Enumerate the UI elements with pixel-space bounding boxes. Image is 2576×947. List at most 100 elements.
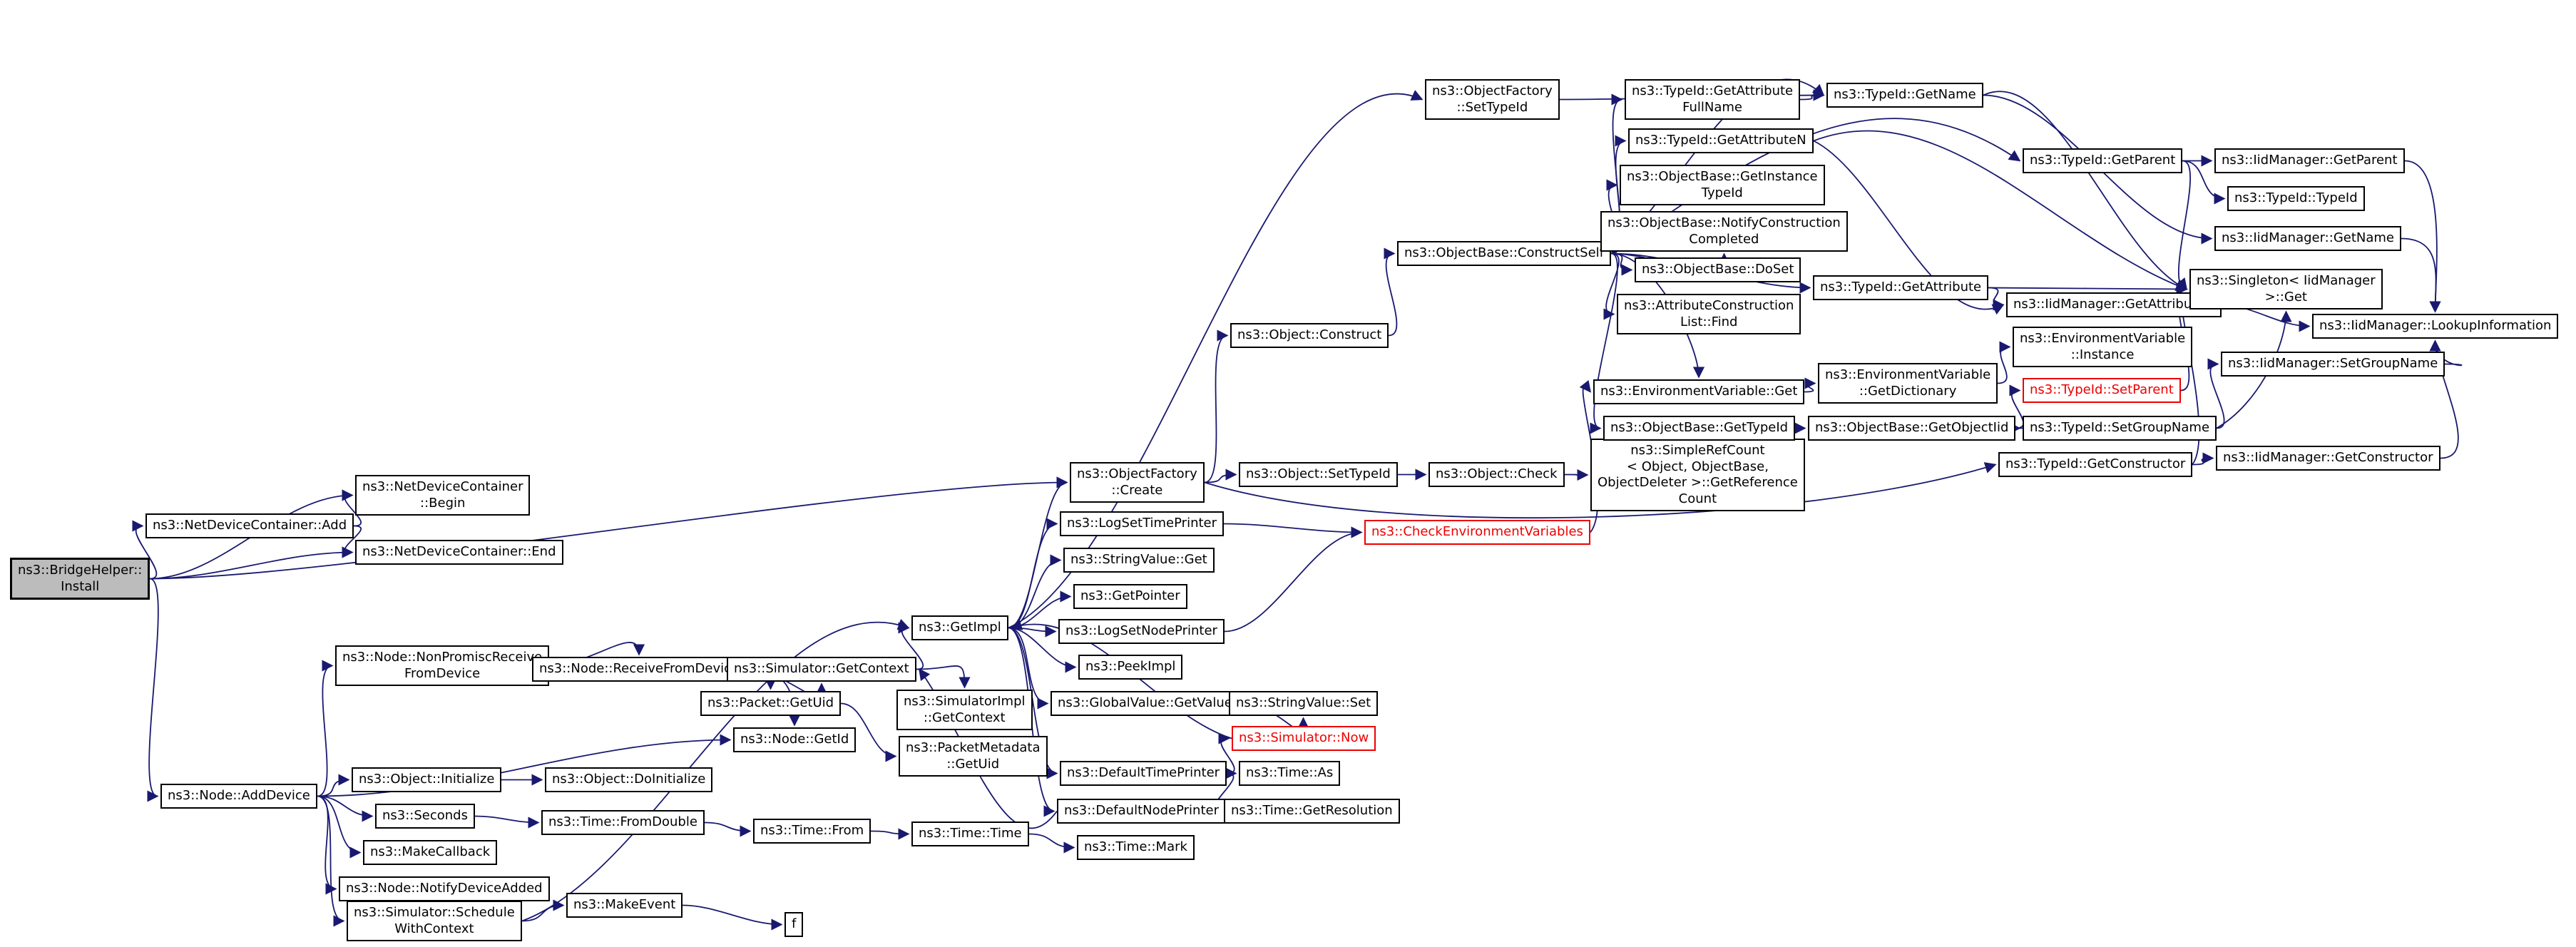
node-peekimpl[interactable]: ns3::PeekImpl [1078, 655, 1183, 680]
node-iid-getparent[interactable]: ns3::IidManager::GetParent [2214, 148, 2405, 173]
node-iid-setgroup[interactable]: ns3::IidManager::SetGroupName [2221, 352, 2445, 377]
node-simimpl-getctx[interactable]: ns3::SimulatorImpl ::GetContext [896, 690, 1033, 730]
node-getimpl[interactable]: ns3::GetImpl [911, 615, 1008, 640]
edge-schedctx-makeevent [521, 899, 565, 922]
node-logsetnode[interactable]: ns3::LogSetNodePrinter [1058, 619, 1225, 644]
node-tid-getattrn[interactable]: ns3::TypeId::GetAttributeN [1628, 128, 1814, 153]
node-install[interactable]: ns3::BridgeHelper:: Install [10, 558, 150, 600]
edge-tid-getctor-iid-getctor [2192, 452, 2214, 466]
edge-obj-check-simpleref [1564, 469, 1589, 481]
node-obj-settypeid[interactable]: ns3::Object::SetTypeId [1239, 462, 1398, 487]
node-tid-getparent[interactable]: ns3::TypeId::GetParent [2023, 148, 2183, 173]
edge-sim-getcontext-simimpl-getctx [916, 665, 971, 689]
node-env-instance[interactable]: ns3::EnvironmentVariable ::Instance [2013, 327, 2193, 367]
node-node-getid[interactable]: ns3::Node::GetId [733, 727, 857, 752]
node-makeevent[interactable]: ns3::MakeEvent [566, 893, 683, 918]
node-time-time[interactable]: ns3::Time::Time [911, 821, 1029, 846]
node-of-settypeid[interactable]: ns3::ObjectFactory ::SetTypeId [1425, 79, 1560, 120]
node-getinsttid[interactable]: ns3::ObjectBase::GetInstance TypeId [1620, 165, 1825, 205]
node-deftime[interactable]: ns3::DefaultTimePrinter [1060, 761, 1227, 786]
edge-adddevice-makecallback [317, 795, 362, 859]
node-ndc-end[interactable]: ns3::NetDeviceContainer::End [355, 540, 563, 565]
node-nonpromisc[interactable]: ns3::Node::NonPromiscReceive FromDevice [335, 645, 550, 686]
edge-getimpl-gv-getvalue [1008, 627, 1049, 710]
edge-pkt-getuid-pktmeta-getuid [840, 702, 897, 762]
edge-install-adddevice [147, 578, 159, 802]
node-pktmeta-getuid[interactable]: ns3::PacketMetadata ::GetUid [899, 736, 1048, 777]
node-of-create[interactable]: ns3::ObjectFactory ::Create [1070, 462, 1205, 503]
node-tid-getattr[interactable]: ns3::TypeId::GetAttribute [1813, 275, 1989, 300]
node-adddevice[interactable]: ns3::Node::AddDevice [160, 784, 317, 809]
edge-checkenv-env-get [1579, 380, 1599, 533]
edge-tid-getattr-singleton-get [1988, 283, 2188, 295]
node-seconds[interactable]: ns3::Seconds [375, 804, 475, 829]
node-sim-now[interactable]: ns3::Simulator::Now [1232, 726, 1376, 751]
node-tid-getname[interactable]: ns3::TypeId::GetName [1826, 83, 1983, 108]
edge-adddevice-seconds [317, 795, 374, 822]
node-pkt-getuid[interactable]: ns3::Packet::GetUid [700, 691, 842, 716]
node-recvfromdev[interactable]: ns3::Node::ReceiveFromDevice [532, 657, 747, 682]
node-simpleref[interactable]: ns3::SimpleRefCount < Object, ObjectBase… [1590, 439, 1805, 511]
node-doset[interactable]: ns3::ObjectBase::DoSet [1635, 257, 1801, 282]
node-time-from[interactable]: ns3::Time::From [753, 819, 872, 844]
node-tid-getctor[interactable]: ns3::TypeId::GetConstructor [1998, 452, 2193, 477]
edge-install-ndc-add [132, 520, 158, 580]
node-ndc-add[interactable]: ns3::NetDeviceContainer::Add [145, 513, 354, 538]
edge-tid-setgroup-iid-setgroup [2207, 358, 2225, 429]
edge-logsettime-checkenv [1223, 523, 1363, 538]
node-constructself[interactable]: ns3::ObjectBase::ConstructSelf [1397, 241, 1611, 266]
edge-ndc-add-ndc-end [342, 525, 362, 558]
node-aclfind[interactable]: ns3::AttributeConstruction List::Find [1617, 294, 1801, 334]
node-time-mark[interactable]: ns3::Time::Mark [1077, 835, 1195, 860]
node-obj-init[interactable]: ns3::Object::Initialize [352, 767, 502, 792]
node-singleton-get[interactable]: ns3::Singleton< IidManager >::Get [2189, 269, 2383, 309]
node-checkenv[interactable]: ns3::CheckEnvironmentVariables [1364, 520, 1590, 545]
edge-of-create-tid-getctor [1204, 462, 1997, 519]
node-iid-getctor[interactable]: ns3::IidManager::GetConstructor [2216, 446, 2440, 471]
node-obj-check[interactable]: ns3::Object::Check [1428, 462, 1565, 487]
node-logsettime[interactable]: ns3::LogSetTimePrinter [1060, 511, 1225, 536]
node-env-get[interactable]: ns3::EnvironmentVariable::Get [1593, 379, 1805, 404]
node-schedctx[interactable]: ns3::Simulator::Schedule WithContext [347, 901, 522, 941]
edge-tid-getattr-iid-getattrn [1988, 287, 2005, 311]
node-gv-getvalue[interactable]: ns3::GlobalValue::GetValue [1051, 691, 1240, 716]
edge-makeevent-f [682, 904, 783, 931]
edge-constructself-doset [1610, 252, 1633, 276]
node-f[interactable]: f [784, 912, 804, 937]
edge-obj-construct-constructself [1384, 247, 1398, 337]
node-makecallback[interactable]: ns3::MakeCallback [363, 840, 498, 865]
edge-logsetnode-checkenv [1224, 526, 1363, 633]
edge-tid-getname-singleton-get [1983, 91, 2188, 290]
edge-constructself-ob-gettypeid [1590, 252, 1618, 434]
edge-iid-getparent-lookupinfo [2404, 160, 2441, 313]
edge-ndc-add-ndc-begin [342, 489, 362, 527]
node-tid-setparent[interactable]: ns3::TypeId::SetParent [2023, 378, 2181, 403]
edge-time-time-time-mark [1028, 833, 1075, 854]
node-notifycc[interactable]: ns3::ObjectBase::NotifyConstruction Comp… [1600, 211, 1848, 252]
node-getpointer[interactable]: ns3::GetPointer [1073, 584, 1187, 609]
node-ob-getobjectiid[interactable]: ns3::ObjectBase::GetObjectIid [1808, 416, 2016, 441]
node-defnode[interactable]: ns3::DefaultNodePrinter [1057, 799, 1226, 824]
node-obj-doinit[interactable]: ns3::Object::DoInitialize [545, 767, 713, 792]
node-obj-construct[interactable]: ns3::Object::Construct [1230, 323, 1389, 348]
node-sv-set[interactable]: ns3::StringValue::Set [1229, 691, 1379, 716]
node-lookupinfo[interactable]: ns3::IidManager::LookupInformation [2312, 314, 2559, 339]
node-sv-get[interactable]: ns3::StringValue::Get [1063, 548, 1215, 573]
node-env-getdict[interactable]: ns3::EnvironmentVariable ::GetDictionary [1818, 363, 1998, 404]
node-ndc-begin[interactable]: ns3::NetDeviceContainer ::Begin [355, 475, 531, 516]
node-tid-setgroup[interactable]: ns3::TypeId::SetGroupName [2023, 416, 2217, 441]
node-sim-getcontext[interactable]: ns3::Simulator::GetContext [727, 657, 916, 682]
node-tid-tid[interactable]: ns3::TypeId::TypeId [2227, 186, 2365, 211]
node-iid-getname[interactable]: ns3::IidManager::GetName [2214, 226, 2401, 251]
node-time-getres[interactable]: ns3::Time::GetResolution [1224, 799, 1400, 824]
edge-env-get-env-getdict [1804, 377, 1816, 393]
node-notifydevadded[interactable]: ns3::Node::NotifyDeviceAdded [339, 876, 550, 901]
node-fromdouble[interactable]: ns3::Time::FromDouble [541, 810, 705, 835]
edge-install-ndc-end [149, 546, 354, 580]
node-attrfullname[interactable]: ns3::TypeId::GetAttribute FullName [1625, 79, 1801, 120]
node-iid-getattrn[interactable]: ns3::IidManager::GetAttributeN [2006, 292, 2222, 317]
edge-getimpl-deftime [1008, 627, 1058, 779]
node-ob-gettypeid[interactable]: ns3::ObjectBase::GetTypeId [1603, 416, 1796, 441]
node-time-as[interactable]: ns3::Time::As [1239, 761, 1341, 786]
